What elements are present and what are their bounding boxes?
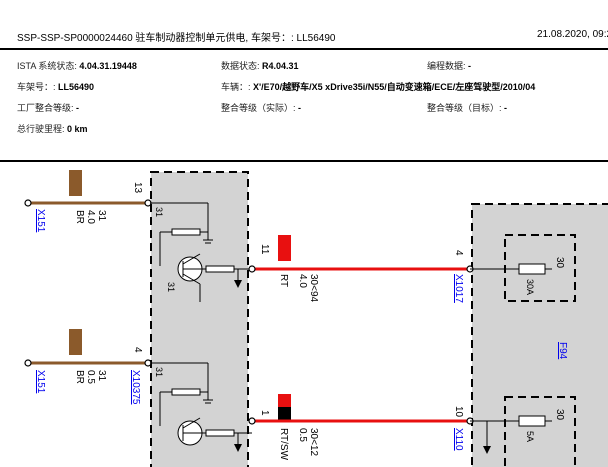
actual-integration-level: 整合等级（实际）: - xyxy=(221,103,302,113)
document-date: 21.08.2020, 09:2 xyxy=(537,29,608,40)
programming-data: 编程数据: - xyxy=(427,61,472,71)
wire2-color: BR xyxy=(74,370,85,384)
wire4-color: RT/SW xyxy=(278,428,289,461)
fusebox-link[interactable]: F94 xyxy=(557,342,568,360)
vin: 车架号：: LL56490 xyxy=(17,82,95,92)
internal-label-c: 31 xyxy=(154,367,164,377)
vehicle: 车辆：: X'/E70/越野车/X5 xDrive35i/N55/自动变速箱/E… xyxy=(221,82,536,92)
wire2-size: 0.5 xyxy=(85,370,96,384)
target-integration-level: 整合等级（目标）: - xyxy=(427,103,508,113)
wire4-connector-link[interactable]: X110 xyxy=(453,428,464,451)
wire4-number: 30<12 xyxy=(308,428,319,457)
total-mileage: 总行驶里程: 0 km xyxy=(17,124,88,134)
fuse1-pin: 30 xyxy=(554,257,565,269)
wire1-color: BR xyxy=(74,210,85,224)
wire1-end-terminal xyxy=(24,199,32,207)
internal-label-a: 31 xyxy=(154,207,164,217)
wire3-pin-left: 11 xyxy=(259,244,270,255)
wire1-pin: 13 xyxy=(132,182,143,194)
wire2-pin: 4 xyxy=(132,347,143,353)
module-connector-link[interactable]: X10375 xyxy=(130,370,141,405)
internal-circuit-1 xyxy=(150,202,252,302)
internal-circuit-2 xyxy=(150,362,252,451)
wire3-pin-right: 4 xyxy=(453,250,464,256)
internal-arrow-2 xyxy=(234,444,242,452)
fusebox-arrow xyxy=(483,446,491,454)
document-title: SSP-SSP-SP0000024460 驻车制动器控制单元供电, 车架号：: … xyxy=(17,33,336,44)
internal-label-b: 31 xyxy=(166,282,176,292)
wiring-diagram: 13 X151 BR 4.0 31 4 X151 BR 0.5 31 X1037… xyxy=(24,170,608,467)
wire4-pin-left: 1 xyxy=(259,410,270,416)
data-status: 数据状态: R4.04.31 xyxy=(221,61,299,71)
fuse1-rating: 30A xyxy=(525,279,535,295)
internal-arrow-1 xyxy=(234,280,242,288)
parking-brake-module-box xyxy=(150,171,249,467)
wire3-module-terminal xyxy=(248,265,256,273)
header-divider xyxy=(0,48,608,50)
wire3-connector-link[interactable]: X1017 xyxy=(453,274,464,303)
wire3-color-marker xyxy=(278,235,291,261)
wire1-size: 4.0 xyxy=(85,210,96,224)
wire2-color-marker xyxy=(69,329,82,355)
fuse1-symbol xyxy=(470,263,552,275)
fuse2-pin: 30 xyxy=(554,409,565,421)
fuse2-symbol xyxy=(470,415,552,447)
wire4-size: 0.5 xyxy=(297,428,308,442)
wire2-connector-link[interactable]: X151 xyxy=(35,370,46,394)
wire4-pin-right: 10 xyxy=(453,406,464,418)
wire1-number: 31 xyxy=(96,210,107,222)
factory-integration-level: 工厂整合等级: - xyxy=(17,103,80,113)
wire4-color-marker-red xyxy=(278,394,291,407)
ista-status: ISTA 系统状态: 4.04.31.19448 xyxy=(17,61,137,71)
fuse2-rating: 5A xyxy=(525,431,535,442)
wire3-color: RT xyxy=(278,274,289,287)
wire1-connector-link[interactable]: X151 xyxy=(35,209,46,233)
wire4-color-marker-black xyxy=(278,407,291,420)
info-divider xyxy=(0,160,608,162)
fuse1-housing xyxy=(504,234,576,302)
fuse2-housing xyxy=(504,396,576,467)
wire4-module-terminal xyxy=(248,417,256,425)
fuse-box xyxy=(471,203,608,467)
wire2-number: 31 xyxy=(96,370,107,382)
wire3-number: 30<94 xyxy=(308,274,319,303)
wire2-end-terminal xyxy=(24,359,32,367)
wire1-color-marker xyxy=(69,170,82,196)
wire3-size: 4.0 xyxy=(297,274,308,288)
